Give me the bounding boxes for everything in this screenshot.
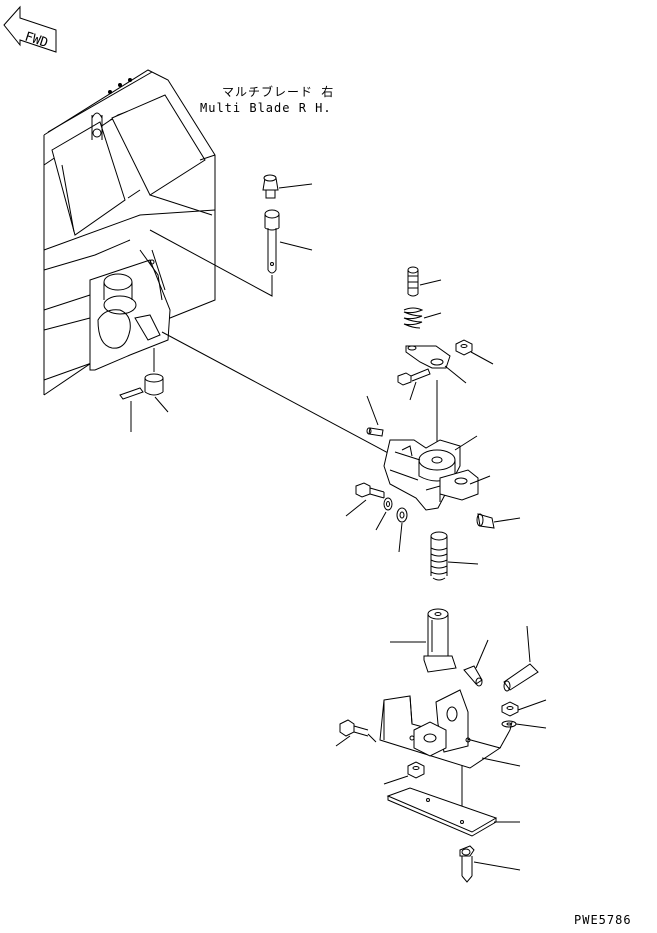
shim-plate xyxy=(120,388,143,399)
threaded-rod-part xyxy=(431,532,447,580)
leader-line xyxy=(424,313,441,318)
bracket-part xyxy=(440,470,478,500)
nut-part xyxy=(408,762,424,778)
lock-plate-part xyxy=(406,346,450,368)
washer-part xyxy=(384,498,392,510)
post-part xyxy=(424,609,456,672)
grease-fitting-part xyxy=(477,514,494,528)
leader-line xyxy=(384,776,408,784)
leader-line xyxy=(346,500,366,516)
washer-part xyxy=(502,721,516,727)
leader-line xyxy=(470,476,490,484)
hinge-bracket xyxy=(90,250,170,370)
spring-part xyxy=(404,308,422,328)
leader-line xyxy=(155,397,168,412)
leader-line xyxy=(367,396,378,425)
bolt-part xyxy=(460,846,474,882)
leader-line xyxy=(516,724,546,728)
diagram-title-japanese: マルチブレード 右 xyxy=(222,85,335,99)
leader-line xyxy=(471,352,493,364)
washer-part xyxy=(397,508,407,522)
base-bracket-part xyxy=(380,690,500,768)
leader-line xyxy=(445,366,466,383)
plunger-part xyxy=(408,267,418,296)
bolt-part xyxy=(340,720,368,736)
leader-line xyxy=(518,700,546,710)
grease-fitting-part xyxy=(464,666,482,686)
leader-line xyxy=(336,734,376,746)
nut-part xyxy=(502,702,518,716)
diagram-title-english: Multi Blade R H. xyxy=(200,101,332,115)
leader-line xyxy=(410,382,416,400)
leader-line xyxy=(279,184,312,188)
pin-part xyxy=(265,210,279,273)
leader-line xyxy=(455,436,477,450)
leader-line xyxy=(494,518,520,522)
lever-body-part xyxy=(384,440,460,510)
leader-line xyxy=(399,523,402,552)
bolt-part xyxy=(356,483,384,498)
drawing-code: PWE5786 xyxy=(574,913,632,927)
leader-line xyxy=(448,562,478,564)
leader-line xyxy=(474,862,520,870)
bolt-part xyxy=(398,369,430,385)
leader-line xyxy=(476,640,488,668)
bushing-part xyxy=(145,374,163,395)
fwd-arrow-icon: FWD xyxy=(4,7,56,52)
fwd-label: FWD xyxy=(23,30,50,52)
leader-line xyxy=(527,626,530,662)
grease-fitting-part xyxy=(263,175,278,198)
leader-line xyxy=(482,758,520,766)
pin-part xyxy=(504,664,538,691)
flat-plate-part xyxy=(388,788,496,836)
leader-line xyxy=(500,722,512,748)
blade-body xyxy=(44,70,215,395)
roll-pin-part xyxy=(367,428,383,436)
leader-line xyxy=(420,280,441,285)
leader-line xyxy=(376,512,386,530)
nut-part xyxy=(456,340,472,355)
leader-line xyxy=(280,242,312,250)
